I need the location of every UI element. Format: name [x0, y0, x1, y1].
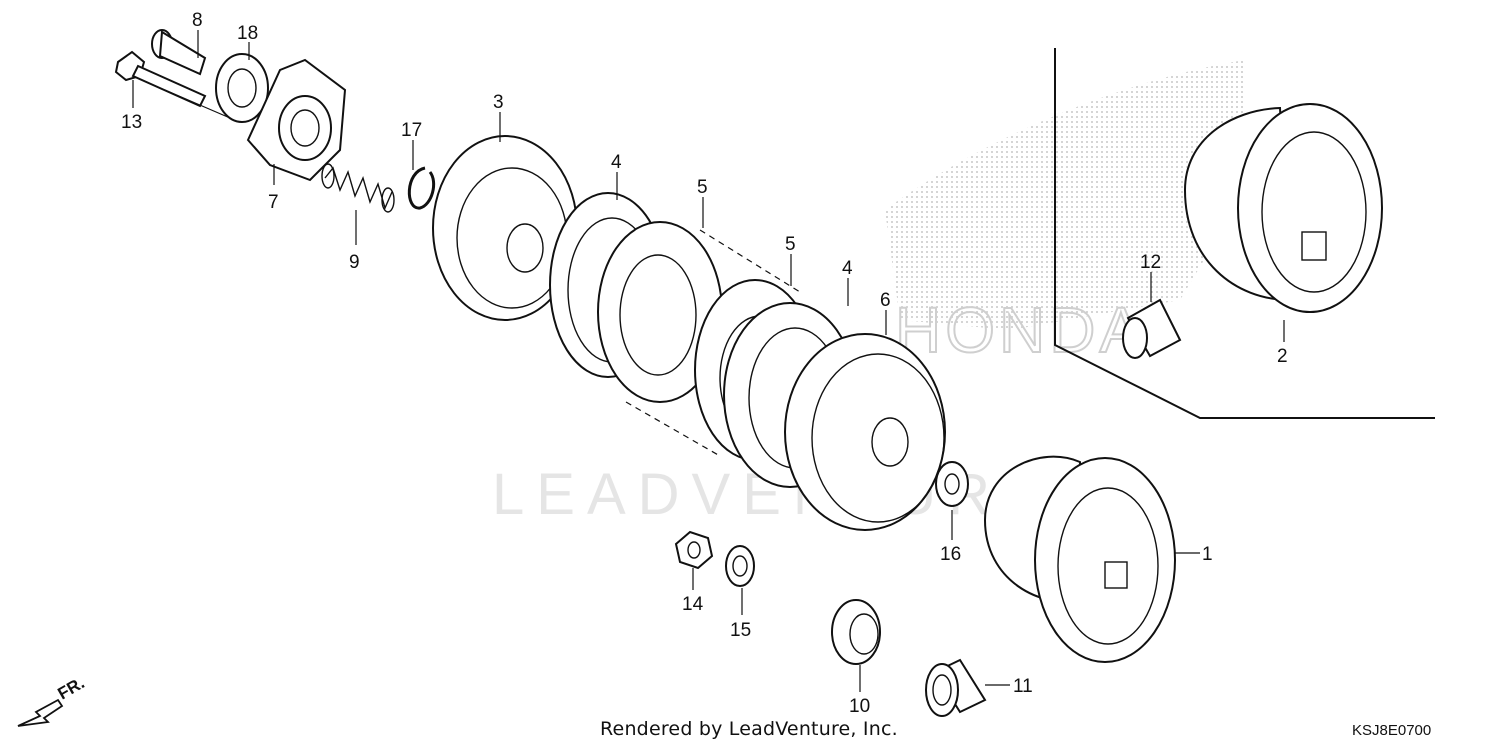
- callout-6: 6: [880, 290, 891, 311]
- callout-2: 2: [1277, 346, 1288, 367]
- front-direction-arrow: FR.: [17, 673, 88, 727]
- part-8-pin: [151, 29, 207, 76]
- callout-8: 8: [192, 10, 203, 31]
- part-1-clutch-outer: [983, 455, 1176, 663]
- part-12-bushing: [1122, 298, 1182, 359]
- callout-labels: 1 2 3 4 4 5 5 6 7 8 9 10 11 12 13 14 15 …: [121, 10, 1288, 717]
- part-14-nut: [674, 530, 714, 570]
- part-7-lifter-plate: [246, 58, 347, 182]
- callout-7: 7: [268, 192, 279, 213]
- part-10-primary-gear: [831, 599, 881, 665]
- callout-13: 13: [121, 112, 142, 133]
- part-17-circlip: [407, 166, 436, 210]
- callout-5-rear: 5: [785, 234, 796, 255]
- callout-4-front: 4: [611, 152, 622, 173]
- part-11-bushing: [925, 658, 987, 717]
- callout-3: 3: [493, 92, 504, 113]
- brand-wing-logo: HONDA: [885, 60, 1245, 367]
- brand-wordmark: HONDA: [895, 294, 1146, 366]
- part-2-clutch-outer-inset: [1183, 103, 1383, 313]
- callout-17: 17: [401, 120, 422, 141]
- leader-lines: [132, 30, 1285, 692]
- callout-10: 10: [849, 696, 870, 717]
- part-6-drive-plate: [784, 333, 946, 531]
- part-13-bolt: [114, 50, 231, 119]
- part-9-spring: [321, 163, 395, 213]
- inset-frame: [1054, 48, 1435, 419]
- callout-12: 12: [1140, 252, 1161, 273]
- part-16-lock-washer: [935, 461, 969, 507]
- part-15-washer: [725, 545, 755, 587]
- front-direction-label: FR.: [55, 673, 88, 703]
- rendered-by-credit: Rendered by LeadVenture, Inc.: [600, 718, 898, 740]
- callout-14: 14: [682, 594, 704, 615]
- callout-9: 9: [349, 252, 360, 273]
- callout-1: 1: [1202, 544, 1213, 565]
- part-18-bearing: [215, 53, 269, 123]
- callout-16: 16: [940, 544, 961, 565]
- callout-5-front: 5: [697, 177, 708, 198]
- callout-15: 15: [730, 620, 751, 641]
- stack-guide-lines: [625, 229, 801, 457]
- diagram-code: KSJ8E0700: [1352, 722, 1432, 739]
- part-3-pressure-plate: [432, 135, 578, 321]
- callout-4-rear: 4: [842, 258, 853, 279]
- callout-11: 11: [1013, 676, 1033, 697]
- callout-18: 18: [237, 23, 258, 44]
